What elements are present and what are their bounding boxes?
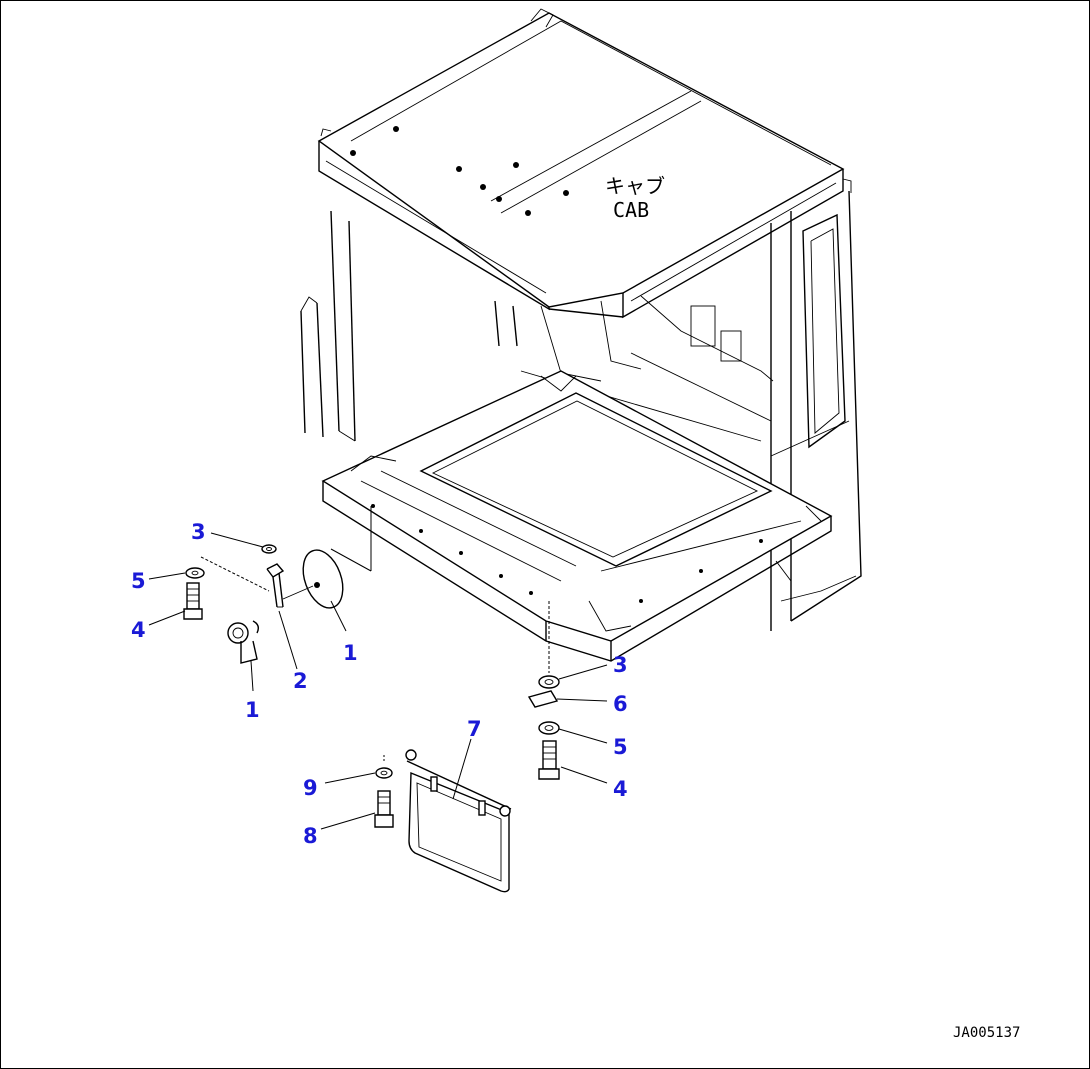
cab-roof (317, 8, 852, 319)
drawing-code: JA005137 (953, 1025, 1020, 1041)
callout-9: 9 (303, 776, 318, 800)
cab-label-jp: キャブ (605, 174, 665, 198)
cab-pillars (300, 190, 862, 631)
bolt-part-4-left (183, 582, 203, 620)
bolt-part-8 (374, 790, 394, 828)
callout-5: 5 (131, 569, 146, 593)
callout-5: 5 (613, 735, 628, 759)
callout-4: 4 (613, 777, 628, 801)
right-fastener-stack (527, 601, 560, 780)
leader-lines (148, 532, 608, 830)
washer-part-5-right (538, 721, 560, 735)
washer-part-3-right (538, 675, 560, 689)
callout-6: 6 (613, 692, 628, 716)
callout-4: 4 (131, 618, 146, 642)
cab-floor-frame (321, 370, 833, 662)
callout-3: 3 (191, 520, 206, 544)
clip-part-1 (227, 620, 260, 664)
callout-3: 3 (613, 653, 628, 677)
cover-plate-part-1 (302, 506, 372, 609)
washer-part-9 (375, 753, 393, 779)
callout-1: 1 (343, 641, 358, 665)
callout-7: 7 (467, 717, 482, 741)
flap-part-7 (405, 749, 512, 893)
washer-part-3-left (261, 544, 277, 554)
bracket-part-2 (266, 563, 314, 608)
bolt-part-4-right (542, 740, 557, 770)
callout-1: 1 (245, 698, 260, 722)
cab-label-en: CAB (613, 198, 649, 222)
callout-8: 8 (303, 824, 318, 848)
spacer-part-6 (527, 690, 559, 708)
washer-part-5-left (185, 556, 270, 592)
callout-2: 2 (293, 669, 308, 693)
